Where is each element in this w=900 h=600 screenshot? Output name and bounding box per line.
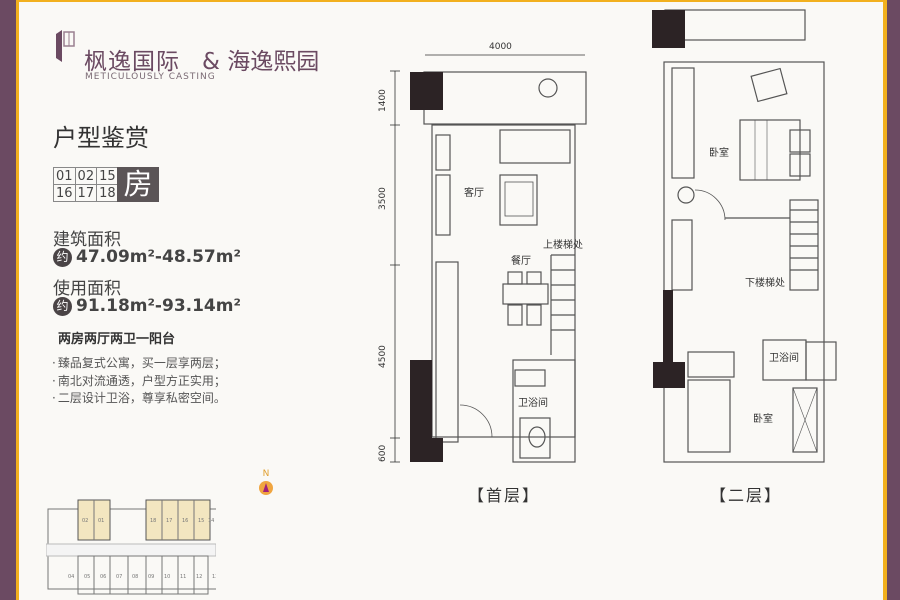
keyplan-unit-label: 12 — [196, 574, 202, 580]
room-stairs-up: 上楼梯处 — [543, 240, 583, 251]
use-area-label: 使用面积 — [53, 279, 121, 299]
floor2-label: 【二层】 — [710, 486, 783, 505]
dim-depth-3: 4500 — [378, 345, 388, 368]
brand-tagline: METICULOUSLY CASTING — [85, 72, 216, 82]
room-bath-2: 卫浴间 — [769, 353, 799, 364]
keyplan-unit-label: 01 — [98, 518, 104, 524]
keyplan-unit-label: 08 — [132, 574, 138, 580]
partner-name: & 海逸熙园 — [202, 49, 320, 75]
keyplan-unit-label: 17 — [166, 518, 172, 524]
dim-depth-2: 3500 — [378, 187, 388, 210]
unit-number: 15 — [96, 167, 119, 185]
room-dining: 餐厅 — [511, 256, 531, 267]
floor1-label: 【首层】 — [468, 486, 541, 505]
room-stairs-down: 下楼梯处 — [745, 278, 785, 289]
top-accent-line — [16, 0, 887, 2]
keyplan-unit-label: 06 — [100, 574, 106, 580]
keyplan-unit-label: 10 — [164, 574, 170, 580]
unit-number: 18 — [96, 184, 119, 202]
build-area-label: 建筑面积 — [53, 230, 121, 250]
feature-item: 二层设计卫浴，尊享私密空间。 — [52, 389, 226, 406]
keyplan-unit-label: 04 — [68, 574, 74, 580]
left-border — [0, 0, 16, 600]
feature-item: 臻品复式公寓，买一层享两层； — [52, 354, 226, 371]
room-bedroom-1: 卧室 — [709, 148, 729, 159]
build-area-value: 47.09m²-48.57m² — [76, 247, 241, 267]
keyplan-unit-label: 05 — [84, 574, 90, 580]
right-accent-line — [883, 0, 887, 600]
left-accent-line — [16, 0, 19, 600]
dim-depth-4: 600 — [378, 444, 388, 462]
brand-logo — [56, 30, 75, 62]
keyplan-unit-label: 11 — [180, 574, 186, 580]
brand-name: 枫逸国际 — [84, 49, 180, 75]
room-living: 客厅 — [464, 188, 484, 199]
approx-badge: 约 — [53, 247, 72, 267]
layout-summary: 两房两厅两卫一阳台 — [58, 332, 176, 347]
floor1-plan — [390, 54, 587, 463]
keyplan-unit-label: 16 — [182, 518, 188, 524]
keyplan-unit-label: 13 — [212, 574, 216, 580]
building-key-plan: 02 01 18 17 16 15 14 04 05 06 07 08 09 10 11 12 13 — [46, 499, 216, 595]
keyplan-unit-label: 18 — [150, 518, 156, 524]
keyplan-unit-label: 02 — [82, 518, 88, 524]
use-area-value: 91.18m²-93.14m² — [76, 296, 241, 316]
north-label: N — [262, 469, 270, 479]
approx-badge: 约 — [53, 296, 72, 316]
unit-type-badge: 房 — [117, 167, 159, 202]
compass: N — [259, 469, 273, 495]
keyplan-unit-label: 14 — [208, 518, 214, 524]
floor2-plan — [652, 9, 837, 463]
unit-number: 17 — [74, 184, 98, 202]
room-bath-1: 卫浴间 — [518, 398, 548, 409]
keyplan-unit-label: 07 — [116, 574, 122, 580]
dim-width: 4000 — [489, 42, 512, 52]
room-bedroom-2: 卧室 — [753, 414, 773, 425]
keyplan-unit-label: 15 — [198, 518, 204, 524]
right-border — [887, 0, 900, 600]
keyplan-unit-label: 09 — [148, 574, 154, 580]
dim-depth-1: 1400 — [378, 89, 388, 112]
feature-item: 南北对流通透，户型方正实用； — [52, 372, 226, 389]
north-arrow-icon — [259, 481, 273, 495]
page-title: 户型鉴赏 — [53, 124, 149, 152]
